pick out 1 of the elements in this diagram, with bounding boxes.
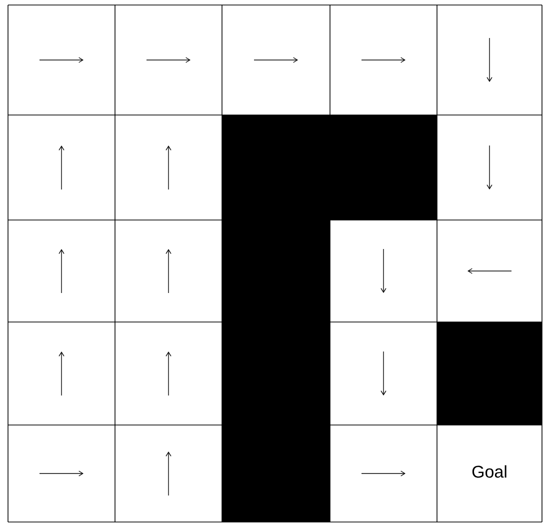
goal-label: Goal	[472, 465, 506, 478]
